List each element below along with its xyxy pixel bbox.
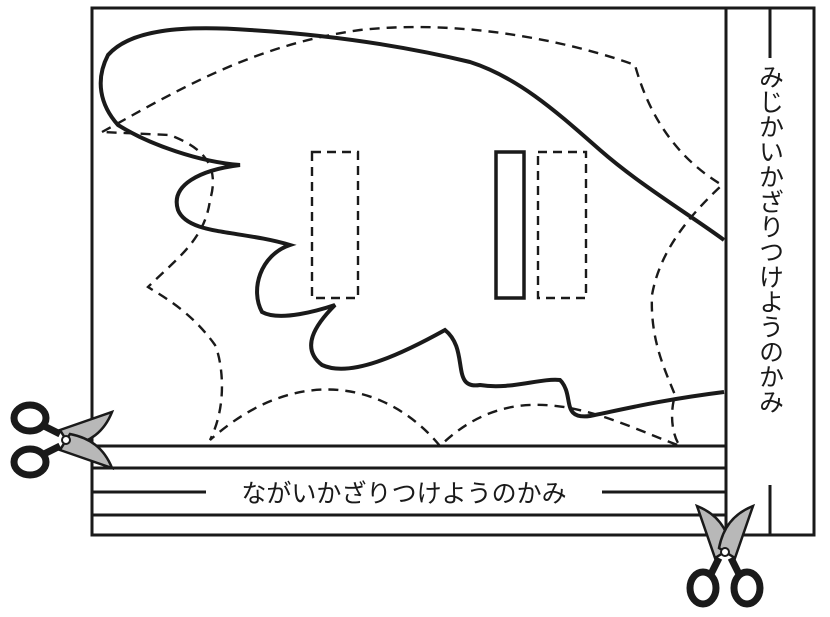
dashed-rect-right bbox=[536, 150, 588, 300]
scissors-icon bbox=[686, 503, 764, 608]
short-strip-label: みじかいかざりつけようのかみ bbox=[756, 64, 785, 414]
long-strip-label: ながいかざりつけようのかみ bbox=[241, 479, 566, 508]
dashed-rect-left bbox=[310, 150, 360, 300]
short-strip: みじかいかざりつけようのかみ bbox=[724, 6, 816, 537]
long-strip: ながいかざりつけようのかみ bbox=[90, 444, 728, 537]
solid-rect bbox=[494, 150, 526, 300]
solid-wavy-outline bbox=[98, 26, 726, 419]
dashed-cut-outline bbox=[97, 25, 724, 449]
scissors-icon bbox=[10, 401, 115, 479]
